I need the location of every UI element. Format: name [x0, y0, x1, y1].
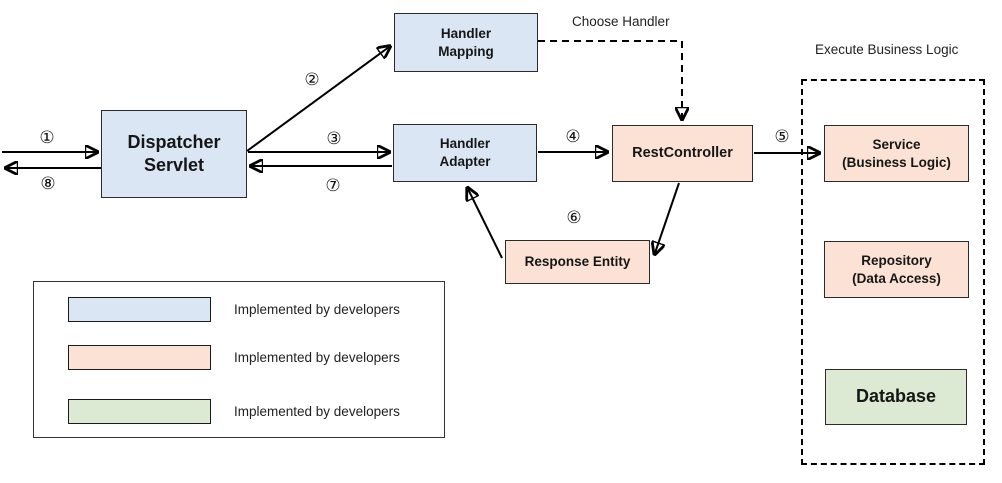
- arrow-restcontroller-to-responseentity: [655, 182, 680, 253]
- legend-label-green: Implemented by developers: [234, 404, 400, 419]
- legend-row-green: Implemented by developers: [34, 399, 444, 424]
- node-database: Database: [825, 369, 967, 425]
- node-rest-controller: RestController: [612, 125, 753, 182]
- step-badge-8: ⑧: [40, 174, 56, 193]
- arrow-step6-responseentity-to-handleradapter: [468, 189, 503, 259]
- step-badge-7: ⑦: [325, 176, 341, 195]
- legend-label-blue: Implemented by developers: [234, 302, 400, 317]
- node-response-entity: Response Entity: [505, 240, 650, 284]
- legend: Implemented by developers Implemented by…: [33, 281, 445, 438]
- business-logic-region: [801, 79, 985, 465]
- node-handler-mapping: Handler Mapping: [394, 13, 538, 72]
- node-repository: Repository (Data Access): [824, 241, 969, 298]
- legend-swatch-peach: [68, 345, 211, 370]
- legend-row-peach: Implemented by developers: [34, 345, 444, 370]
- step-badge-6: ⑥: [566, 208, 582, 227]
- node-service: Service (Business Logic): [824, 125, 969, 182]
- execute-business-logic-label: Execute Business Logic: [815, 42, 959, 57]
- legend-label-peach: Implemented by developers: [234, 350, 400, 365]
- choose-handler-label: Choose Handler: [572, 14, 670, 29]
- node-dispatcher-servlet: Dispatcher Servlet: [101, 110, 247, 198]
- step-badge-3: ③: [326, 129, 342, 148]
- step-badge-4: ④: [565, 127, 581, 146]
- arrow-choose-handler-dashed: [538, 40, 682, 118]
- step-badge-5: ⑤: [774, 127, 790, 146]
- legend-swatch-green: [68, 399, 211, 424]
- node-handler-adapter: Handler Adapter: [393, 124, 537, 182]
- step-badge-1: ①: [39, 128, 55, 147]
- legend-row-blue: Implemented by developers: [34, 297, 444, 322]
- legend-swatch-blue: [68, 297, 211, 322]
- arrow-step2-to-handler-mapping: [246, 47, 389, 152]
- step-badge-2: ②: [304, 70, 320, 89]
